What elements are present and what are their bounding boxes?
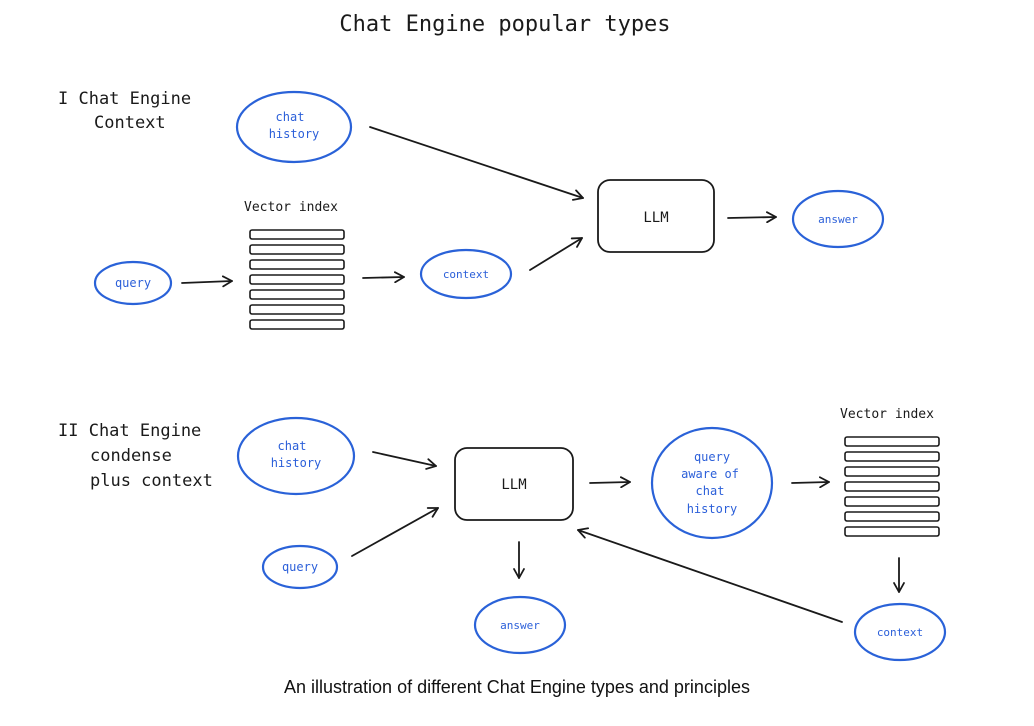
section1-label-line1: I Chat Engine (58, 89, 191, 109)
section1-chat-history-line1: chat (276, 110, 305, 124)
section2-label-line2: condense (90, 446, 172, 466)
section2-chat-history-line1: chat (278, 439, 307, 453)
section2-answer-node: answer (473, 595, 567, 655)
section2-arrow-llm-to-aware (589, 476, 631, 489)
section2-label-line1: II Chat Engine (58, 421, 201, 441)
section1-arrow-context-to-llm (529, 237, 583, 271)
section2-context-node: context (853, 602, 947, 662)
section1-arrow-history-to-llm (369, 126, 584, 201)
section1-chat-history-line2: history (269, 127, 320, 141)
section2-arrow-query-to-llm (351, 507, 439, 557)
section1-arrow-llm-to-answer (727, 211, 777, 224)
section1-query-label: query (115, 276, 151, 290)
section2-llm-label: LLM (501, 477, 526, 493)
section2-llm-box: LLM (454, 447, 574, 521)
section-context: I Chat Engine Context chat history Vecto… (58, 89, 885, 330)
section1-query-node: query (93, 260, 173, 306)
section2-chat-history-line2: history (271, 456, 322, 470)
section2-query-aware-node: query aware of chat history (650, 426, 774, 540)
section2-aware-line3: chat (696, 484, 725, 498)
section2-vector-index-stack (844, 436, 940, 537)
section2-aware-line1: query (694, 450, 730, 464)
section2-chat-history-node: chat history (236, 416, 356, 496)
diagram-title: Chat Engine popular types (339, 12, 670, 37)
section2-aware-line2: aware of (681, 467, 739, 481)
section2-label-line3: plus context (90, 471, 213, 491)
section1-llm-box: LLM (597, 179, 715, 253)
section2-query-node: query (261, 544, 339, 590)
section2-arrow-context-to-llm (577, 527, 843, 623)
section1-chat-history-node: chat history (235, 90, 353, 164)
section2-vector-index-label: Vector index (840, 407, 934, 422)
section1-answer-node: answer (791, 189, 885, 249)
section-condense-plus-context: II Chat Engine condense plus context cha… (58, 407, 947, 662)
figure-caption: An illustration of different Chat Engine… (284, 677, 750, 697)
section2-aware-line4: history (687, 502, 738, 516)
section1-vector-index-stack (249, 229, 345, 330)
section1-arrow-index-to-context (362, 271, 405, 284)
section1-llm-label: LLM (643, 210, 668, 226)
section1-vector-index-label: Vector index (244, 200, 338, 215)
section1-context-label: context (443, 268, 489, 281)
section1-answer-label: answer (818, 213, 858, 226)
section1-arrow-query-to-index (181, 275, 233, 288)
section2-query-label: query (282, 560, 318, 574)
section2-answer-label: answer (500, 619, 540, 632)
section2-arrow-history-to-llm (372, 451, 437, 470)
section2-context-label: context (877, 626, 923, 639)
section1-label-line2: Context (94, 113, 166, 133)
section1-context-node: context (419, 248, 513, 300)
section2-arrow-aware-to-index (791, 476, 830, 489)
